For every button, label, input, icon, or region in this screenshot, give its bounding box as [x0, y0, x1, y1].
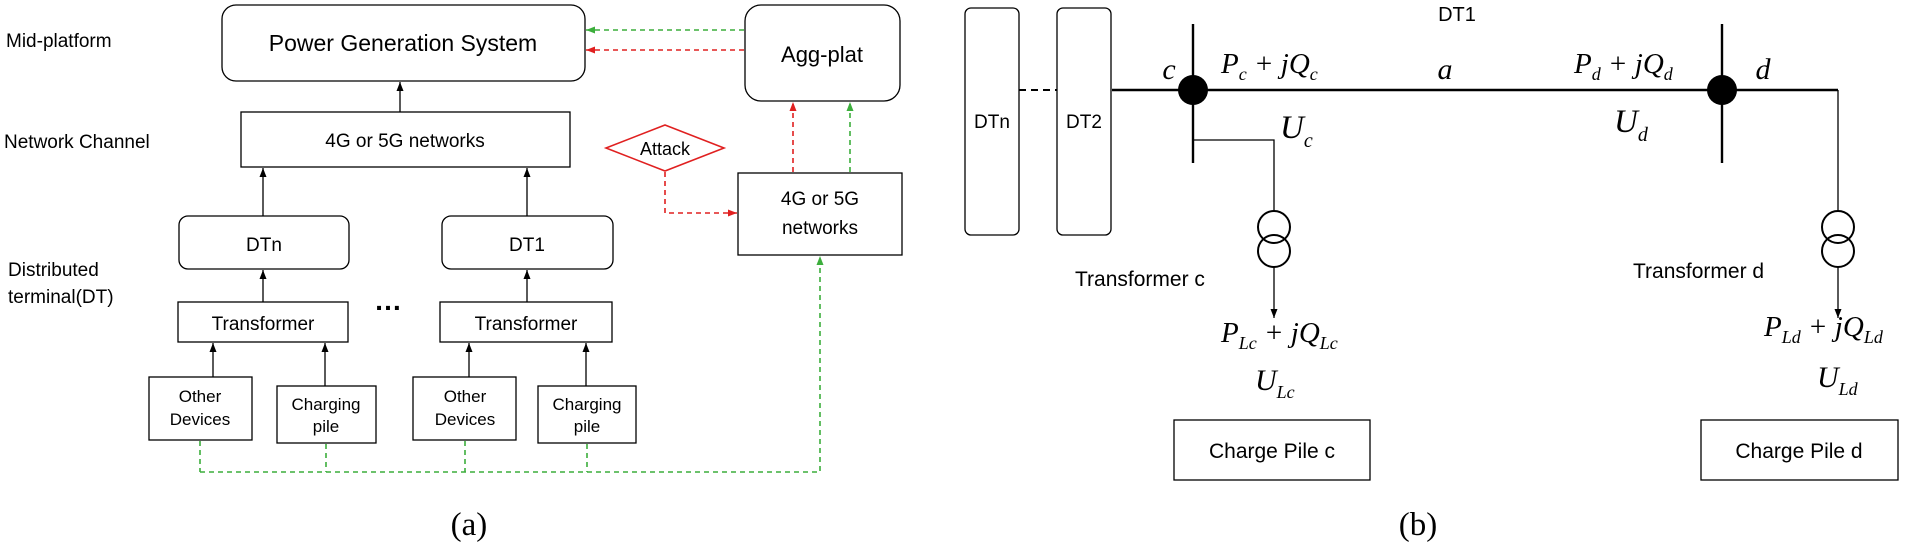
caption-b: (b) — [1399, 507, 1437, 543]
other-devices-right-line1: Other — [444, 387, 487, 406]
dtn-label: DTn — [246, 235, 282, 256]
attack-label: Attack — [640, 139, 691, 159]
dtn-tall-box — [964, 7, 1020, 236]
transformer-c-label: Transformer c — [1075, 268, 1205, 291]
load-power-c-p: P — [1220, 317, 1239, 349]
charging-pile-box-right — [537, 385, 637, 444]
load-voltage-c-sub: Lc — [1276, 382, 1295, 402]
load-power-c-label: PLc + jQLc — [1220, 317, 1338, 353]
charging-pile-left-line2: pile — [313, 417, 339, 436]
agg-plat-box — [744, 4, 901, 102]
panel-b: DTn DT2 DT1 c a d Pc + jQc Pd + jQd Uc U… — [964, 4, 1899, 543]
dtn-box — [178, 215, 350, 270]
voltage-d-sub: d — [1638, 124, 1649, 146]
network-main-box — [240, 111, 571, 168]
charge-pile-c-label: Charge Pile c — [1209, 440, 1335, 463]
transformer-d-coil-top — [1821, 210, 1855, 244]
voltage-c-u: U — [1280, 110, 1306, 146]
charge-pile-c-box — [1173, 419, 1371, 481]
network-side-line1: 4G or 5G — [781, 189, 859, 210]
voltage-d-label: Ud — [1614, 104, 1649, 146]
power-d-q-sub: d — [1664, 64, 1674, 84]
transformer-d-coil-bottom — [1821, 234, 1855, 268]
load-power-d-q-sub: Ld — [1863, 327, 1884, 347]
layer-label-dt-line2: terminal(DT) — [8, 287, 114, 308]
dt1-box — [441, 215, 614, 270]
load-power-d-p-sub: Ld — [1781, 327, 1802, 347]
network-side-box — [737, 172, 903, 256]
network-side-line2: networks — [782, 218, 858, 239]
node-a-label: a — [1438, 53, 1453, 86]
power-c-p-sub: c — [1239, 64, 1247, 84]
load-voltage-c-u: U — [1255, 364, 1279, 397]
layer-label-network-channel: Network Channel — [4, 132, 150, 153]
transformer-label-right: Transformer — [475, 314, 578, 335]
power-d-mid: + jQ — [1601, 48, 1664, 80]
load-power-c-q-sub: Lc — [1319, 333, 1338, 353]
load-power-d-label: PLd + jQLd — [1763, 311, 1884, 347]
load-voltage-c-label: ULc — [1255, 364, 1295, 402]
charging-pile-right-line2: pile — [574, 417, 600, 436]
load-voltage-d-u: U — [1817, 361, 1841, 394]
load-power-d-p: P — [1763, 311, 1782, 343]
charging-pile-left-line1: Charging — [292, 395, 361, 414]
dt1-label: DT1 — [1438, 4, 1476, 26]
branch-c-line — [1193, 139, 1275, 212]
agg-plat-label: Agg-plat — [781, 42, 863, 67]
panel-a: Mid-platform Network Channel Distributed… — [4, 4, 903, 543]
other-devices-left-line2: Devices — [170, 410, 230, 429]
transformer-box-right — [439, 301, 613, 343]
transformer-c-coil-bottom — [1257, 234, 1291, 268]
ellipsis: … — [374, 285, 402, 316]
node-d-label: d — [1756, 53, 1772, 86]
load-power-c-mid: + jQ — [1257, 317, 1320, 349]
charging-pile-right-line1: Charging — [553, 395, 622, 414]
load-power-d-mid: + jQ — [1801, 311, 1864, 343]
layer-label-mid-platform: Mid-platform — [6, 31, 112, 52]
transformer-label-left: Transformer — [212, 314, 315, 335]
network-main-label: 4G or 5G networks — [325, 131, 484, 152]
power-c-q-sub: c — [1310, 64, 1318, 84]
power-d-p: P — [1573, 48, 1592, 80]
load-power-c-p-sub: Lc — [1238, 333, 1257, 353]
other-devices-left-line1: Other — [179, 387, 222, 406]
dt1-label: DT1 — [509, 235, 545, 256]
power-c-p: P — [1220, 48, 1239, 80]
transformer-box-left — [177, 301, 349, 343]
power-generation-system-label: Power Generation System — [269, 30, 537, 56]
node-d-dot — [1707, 75, 1737, 105]
transformer-d-label: Transformer d — [1633, 260, 1764, 283]
charging-pile-box-left — [276, 385, 377, 444]
transformer-c-coil-top — [1257, 210, 1291, 244]
attack-diamond — [603, 124, 727, 172]
dt2-tall-box — [1056, 7, 1112, 236]
power-d-p-sub: d — [1592, 64, 1602, 84]
power-generation-system-box — [221, 4, 586, 82]
caption-a: (a) — [451, 507, 488, 543]
other-devices-box-right — [412, 376, 517, 441]
node-c-dot — [1178, 75, 1208, 105]
node-c-label: c — [1162, 53, 1175, 86]
charge-pile-d-label: Charge Pile d — [1735, 440, 1862, 463]
power-d-label: Pd + jQd — [1573, 48, 1674, 84]
power-c-mid: + jQ — [1247, 48, 1310, 80]
voltage-c-sub: c — [1304, 130, 1313, 152]
dt2-tall-label: DT2 — [1066, 112, 1102, 133]
other-devices-box-left — [148, 376, 253, 441]
red-arrow-attack-to-network — [664, 172, 737, 217]
load-voltage-d-sub: Ld — [1838, 379, 1859, 399]
charge-pile-d-box — [1700, 419, 1899, 481]
load-voltage-d-label: ULd — [1817, 361, 1859, 399]
other-devices-right-line2: Devices — [435, 410, 495, 429]
voltage-d-u: U — [1614, 104, 1640, 140]
power-c-label: Pc + jQc — [1220, 48, 1318, 84]
dtn-tall-label: DTn — [974, 112, 1010, 133]
layer-label-dt-line1: Distributed — [8, 260, 99, 281]
voltage-c-label: Uc — [1280, 110, 1313, 152]
